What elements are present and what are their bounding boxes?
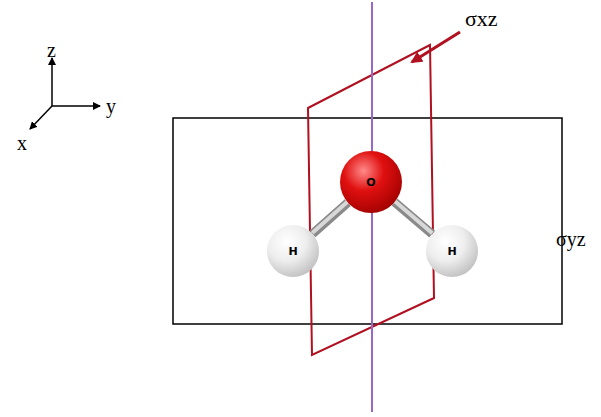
atom-sphere: H <box>267 225 319 277</box>
plane-pointer-arrow <box>412 32 460 62</box>
axis-label: x <box>17 133 27 153</box>
atom-sphere: O <box>340 151 402 213</box>
axis-label: z <box>47 40 56 60</box>
plane-label: σyz <box>556 229 586 249</box>
bond-line <box>312 202 347 234</box>
axes <box>30 58 100 129</box>
sigma-yz-plane <box>173 118 562 324</box>
bond-line <box>395 201 433 234</box>
atom-sphere: H <box>426 225 478 277</box>
axis-label: y <box>106 96 116 116</box>
atom-symbol: H <box>288 245 297 258</box>
plane-label: σxz <box>465 8 498 30</box>
atom-symbol: O <box>366 176 375 189</box>
atom-symbol: H <box>447 245 456 258</box>
